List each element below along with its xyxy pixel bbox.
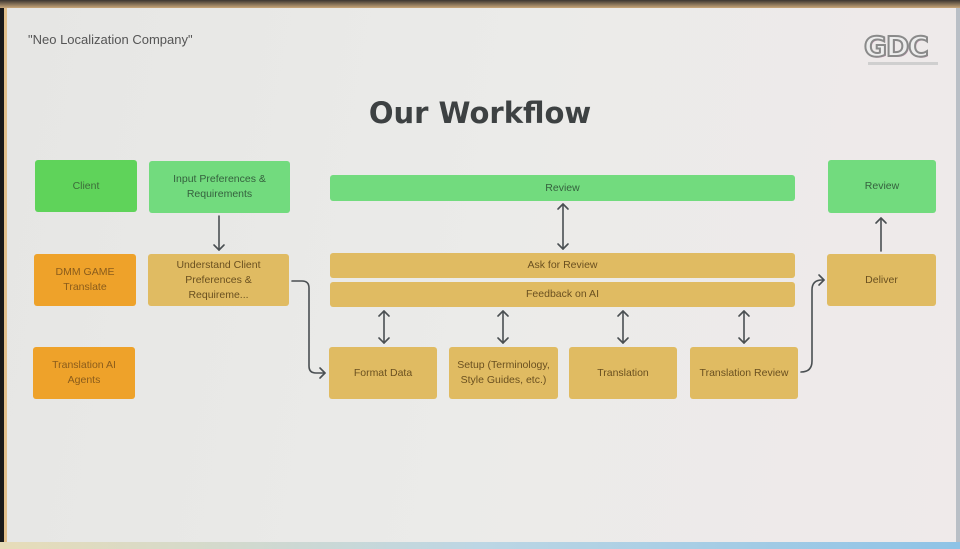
step-translation-review-label: Translation Review xyxy=(699,366,789,379)
gdc-logo-tagline xyxy=(868,62,938,65)
step-feedback-on-ai-label: Feedback on AI xyxy=(526,288,599,300)
step-setup-label: Setup (Terminology, Style Guides, etc.) xyxy=(457,359,550,386)
step-final-review-label: Review xyxy=(864,180,900,192)
step-review-bar-label: Review xyxy=(545,181,580,194)
step-review-bar: Review xyxy=(330,175,795,201)
step-format-data: Format Data xyxy=(329,347,437,399)
lane-dmm-game-translate: DMM GAME Translate xyxy=(34,254,136,306)
step-input-preferences: Input Preferences & Requirements xyxy=(149,161,290,213)
lane-dmm-label: DMM GAME Translate xyxy=(55,266,115,293)
step-input-preferences-label: Input Preferences & Requirements xyxy=(173,173,266,200)
step-ask-for-review: Ask for Review xyxy=(330,253,795,278)
step-deliver-label: Deliver xyxy=(865,273,898,286)
step-deliver: Deliver xyxy=(827,254,936,306)
lane-agents-label: Translation AI Agents xyxy=(52,359,116,386)
lane-client: Client xyxy=(35,160,137,212)
step-ask-for-review-label: Ask for Review xyxy=(527,259,598,271)
step-translation-review: Translation Review xyxy=(690,347,798,399)
lane-client-label: Client xyxy=(72,179,100,192)
step-format-data-label: Format Data xyxy=(353,366,413,379)
step-translation: Translation xyxy=(569,347,677,399)
step-understand-client: Understand Client Preferences & Requirem… xyxy=(148,254,289,306)
step-final-review: Review xyxy=(828,160,936,213)
lane-translation-ai-agents: Translation AI Agents xyxy=(33,347,135,399)
company-label: "Neo Localization Company" xyxy=(28,32,193,47)
photo-frame-right xyxy=(956,8,960,542)
step-understand-client-label: Understand Client Preferences & Requirem… xyxy=(176,258,261,301)
step-setup: Setup (Terminology, Style Guides, etc.) xyxy=(449,347,558,399)
page-title: Our Workflow xyxy=(368,96,592,130)
photo-frame-top xyxy=(0,0,960,8)
step-translation-label: Translation xyxy=(597,366,649,379)
gdc-logo-icon: GDC xyxy=(863,29,930,64)
step-feedback-on-ai: Feedback on AI xyxy=(330,282,795,307)
photo-frame-bottom xyxy=(0,542,960,549)
